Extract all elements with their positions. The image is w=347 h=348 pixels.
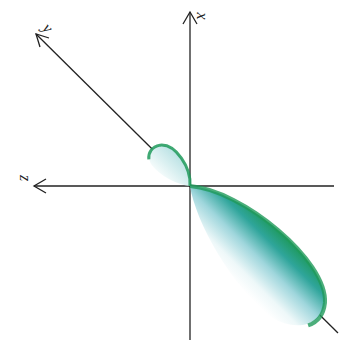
z-axis [34, 185, 334, 186]
small-lobe-rim [145, 139, 200, 194]
large-lobe [164, 164, 343, 342]
z-arrowhead [34, 179, 46, 193]
axis-label: x [194, 12, 210, 19]
axis-label: y [39, 20, 56, 36]
axis-label: z [17, 175, 33, 181]
large-lobe-rim [179, 164, 344, 328]
small-lobe [144, 139, 200, 195]
y-arrowhead [36, 34, 49, 47]
